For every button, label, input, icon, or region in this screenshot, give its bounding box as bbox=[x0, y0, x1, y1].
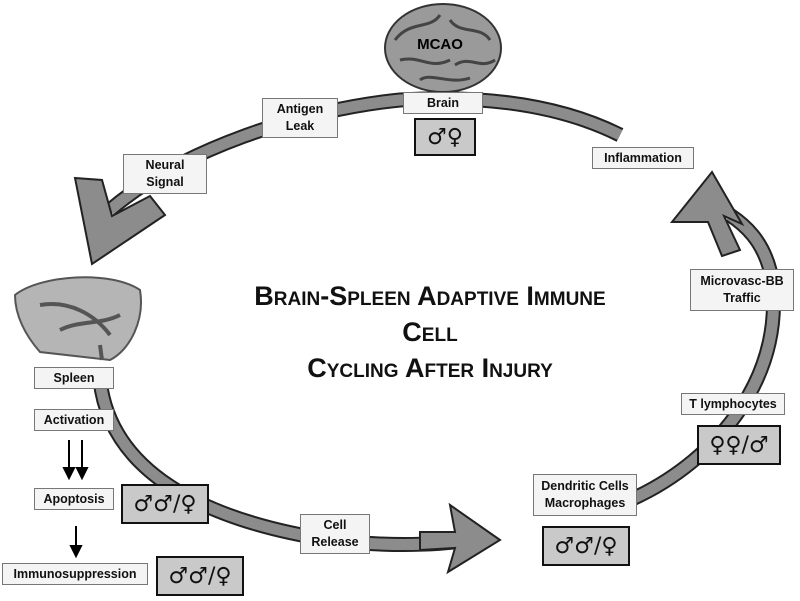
inflammation-label: Inflammation bbox=[592, 147, 694, 169]
immunosuppression-sex-symbols: ♂♂/♀ bbox=[156, 556, 244, 596]
spleen-label: Spleen bbox=[34, 367, 114, 389]
dendritic-macrophages-label: Dendritic Cells Macrophages bbox=[533, 474, 637, 516]
microvasc-traffic-label: Microvasc-BB Traffic bbox=[690, 269, 794, 311]
apoptosis-down-arrow bbox=[69, 526, 83, 559]
cell-release-label: Cell Release bbox=[300, 514, 370, 554]
antigen-leak-label: Antigen Leak bbox=[262, 98, 338, 138]
brain-label: Brain bbox=[403, 92, 483, 114]
title-line-1: Brain-Spleen Adaptive Immune Cell bbox=[254, 281, 606, 347]
arrowhead-to-brain bbox=[669, 170, 745, 258]
mcao-label: MCAO bbox=[417, 36, 463, 53]
arrowhead-cell-release bbox=[419, 502, 502, 575]
spleen-image bbox=[13, 276, 142, 362]
dendritic-sex-symbols: ♂♂/♀ bbox=[542, 526, 630, 566]
immunosuppression-label: Immunosuppression bbox=[2, 563, 148, 585]
diagram-title: Brain-Spleen Adaptive Immune Cell Cyclin… bbox=[230, 278, 630, 386]
t-lymphocytes-sex-symbols: ♀♀/♂ bbox=[697, 425, 781, 465]
activation-down-arrows bbox=[62, 440, 89, 481]
brain-sex-symbols: ♂♀ bbox=[414, 118, 476, 156]
apoptosis-sex-symbols: ♂♂/♀ bbox=[121, 484, 209, 524]
activation-label: Activation bbox=[34, 409, 114, 431]
t-lymphocytes-label: T lymphocytes bbox=[681, 393, 785, 415]
arrowhead-to-spleen bbox=[73, 176, 167, 266]
apoptosis-label: Apoptosis bbox=[34, 488, 114, 510]
neural-signal-label: Neural Signal bbox=[123, 154, 207, 194]
title-line-2: Cycling After Injury bbox=[307, 353, 553, 383]
